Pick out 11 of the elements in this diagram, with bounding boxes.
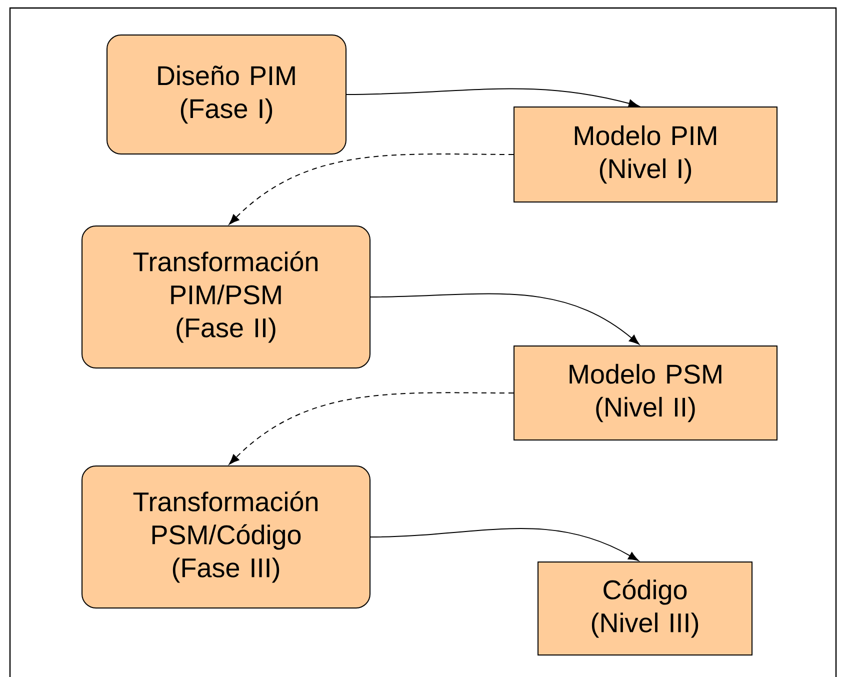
model-box: Modelo PIM (Nivel I) xyxy=(514,106,778,202)
arrow xyxy=(370,293,640,345)
arrow xyxy=(228,154,514,225)
arrow xyxy=(346,88,640,108)
arrow xyxy=(370,528,639,561)
arrow xyxy=(228,392,514,465)
model-box: Modelo PSM (Nivel II) xyxy=(514,346,778,440)
process-box: Diseño PIM (Fase I) xyxy=(106,34,346,154)
model-box: Código (Nivel III) xyxy=(538,562,752,656)
process-box: Transformación PIM/PSM (Fase II) xyxy=(82,226,370,368)
process-box: Transformación PSM/Código (Fase III) xyxy=(82,466,370,608)
